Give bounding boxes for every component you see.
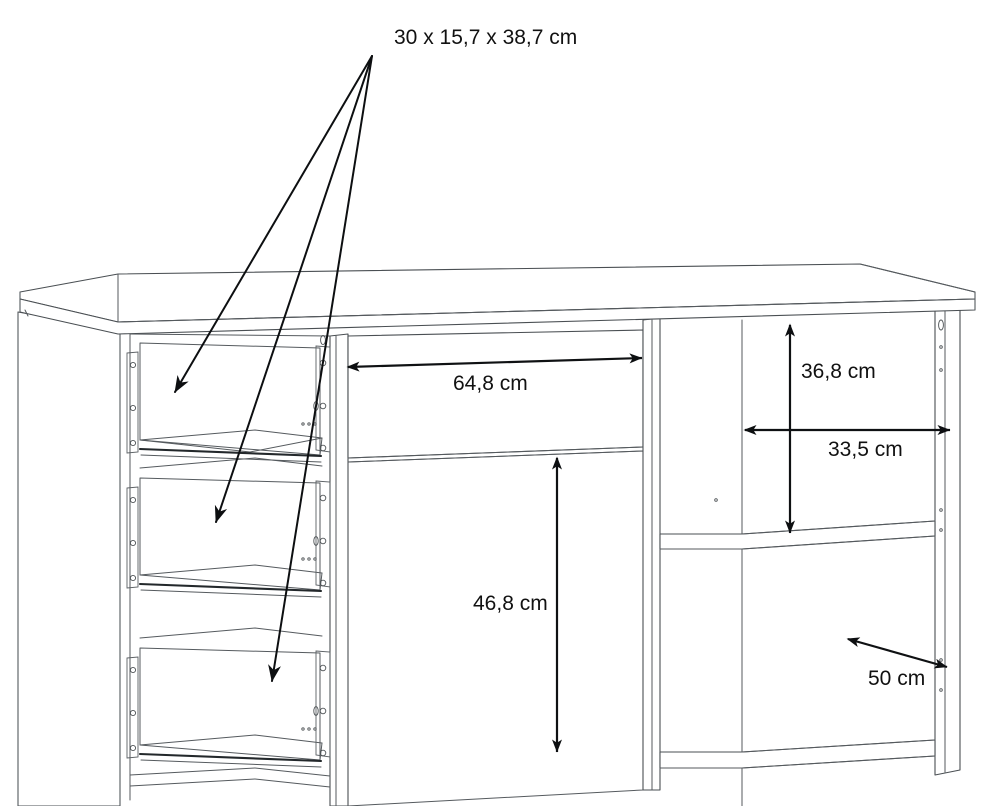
slide-screw [129, 666, 137, 674]
slide-screw [129, 709, 137, 717]
slide-screw [129, 744, 137, 752]
cam-fitting [313, 536, 319, 546]
fixed-shelf-front-edge [659, 535, 936, 550]
dowel-hole [313, 727, 317, 731]
drawer-middle-top-edge [139, 457, 323, 469]
bottom-panel-top-edge [741, 739, 936, 753]
right-unit-right-side-panel [934, 304, 961, 776]
slide-screw [319, 749, 327, 757]
pedestal-top-inner-edge [129, 333, 331, 337]
callout-leaders [174, 55, 373, 682]
dimension-annotations [346, 323, 951, 753]
slide-screw [319, 579, 327, 587]
slide-screw [319, 537, 327, 545]
fixed-shelf-top-edge [741, 520, 936, 535]
slide-screw [319, 494, 327, 502]
slide-screw [129, 539, 137, 547]
drawer-top-front-rail-under [140, 454, 322, 463]
dowel-hole [714, 498, 718, 502]
pedestal-base-front-edge [129, 767, 331, 777]
drawer-middle-slide-left [126, 486, 139, 589]
desktop-left-tick [24, 309, 29, 317]
dowel-hole [939, 688, 943, 692]
desktop-front-top-line [117, 298, 976, 323]
drawer-top [126, 334, 331, 463]
dowel-hole [939, 345, 943, 349]
slide-screw [129, 404, 137, 412]
pedestal-left-outer-side [17, 311, 121, 806]
dimension-label-36-8: 36,8 cm [801, 360, 876, 383]
drawer-bottom-slide-left [126, 656, 139, 759]
dowel-hole [307, 557, 311, 561]
slide-screw [319, 444, 327, 452]
bottom-panel-front-edge [659, 755, 936, 769]
drawer-bottom-front-rail-under [140, 759, 322, 768]
right-shelf-unit [642, 304, 961, 806]
cam-fitting [320, 334, 326, 346]
slide-screw [129, 496, 137, 504]
dimline-64-8 [346, 353, 643, 372]
cam-fitting [938, 319, 944, 331]
modesty-panel-bottom-edge [347, 446, 644, 459]
slide-screw [319, 707, 327, 715]
slide-screw [129, 574, 137, 582]
modesty-panel [347, 329, 644, 463]
cam-fitting [313, 706, 319, 716]
drawer-middle [126, 457, 331, 598]
drawer-middle-bottom-front-edge [139, 564, 323, 576]
dowel-hole [307, 422, 311, 426]
dowel-hole [939, 508, 943, 512]
dimension-label-50: 50 cm [868, 667, 925, 690]
callout-title-label: 30 x 15,7 x 38,7 cm [394, 26, 577, 49]
desk-top-panel [19, 263, 976, 335]
dowel-hole [939, 528, 943, 532]
slide-screw [129, 439, 137, 447]
drawer-middle-front-rail-under [140, 589, 322, 598]
drawer-top-front-rail [138, 447, 323, 458]
desktop-right-back-edge [859, 263, 976, 293]
dowel-hole [301, 422, 305, 426]
dowel-hole [301, 727, 305, 731]
drawer-middle-slide-right [315, 480, 331, 588]
dimension-label-64-8: 64,8 cm [453, 372, 528, 395]
dimension-labels: 30 x 15,7 x 38,7 cm 64,8 cm 36,8 cm 33,5… [394, 26, 925, 690]
desk-illustration [17, 263, 976, 806]
leader-to-bottom-drawer [268, 55, 373, 682]
drawer-middle-front-rail [138, 582, 323, 593]
pedestal-right-side-panel [329, 333, 349, 806]
dimension-label-33-5: 33,5 cm [828, 438, 903, 461]
drawer-bottom-top-edge [139, 627, 323, 639]
slide-screw [319, 402, 327, 410]
drawer-bottom-front-rail [138, 752, 323, 763]
drawer-top-slide-left [126, 351, 139, 454]
drawer-top-bottom-front-edge [139, 429, 323, 441]
slide-screw [319, 664, 327, 672]
dowel-hole [307, 727, 311, 731]
leader-to-top-drawer [174, 55, 373, 393]
slide-screw [129, 361, 137, 369]
dowel-hole [301, 557, 305, 561]
dowel-hole [939, 368, 943, 372]
leader-to-middle-drawer [214, 55, 373, 523]
drawer-bottom [126, 627, 331, 768]
dowel-hole [313, 557, 317, 561]
dimline-50 [846, 637, 948, 669]
drawer-bottom-slide-right [315, 650, 331, 758]
pedestal-base-lower-edge [129, 778, 331, 788]
drawer-bottom-bottom-front-edge [139, 734, 323, 746]
dimension-label-46-8: 46,8 cm [473, 592, 548, 615]
